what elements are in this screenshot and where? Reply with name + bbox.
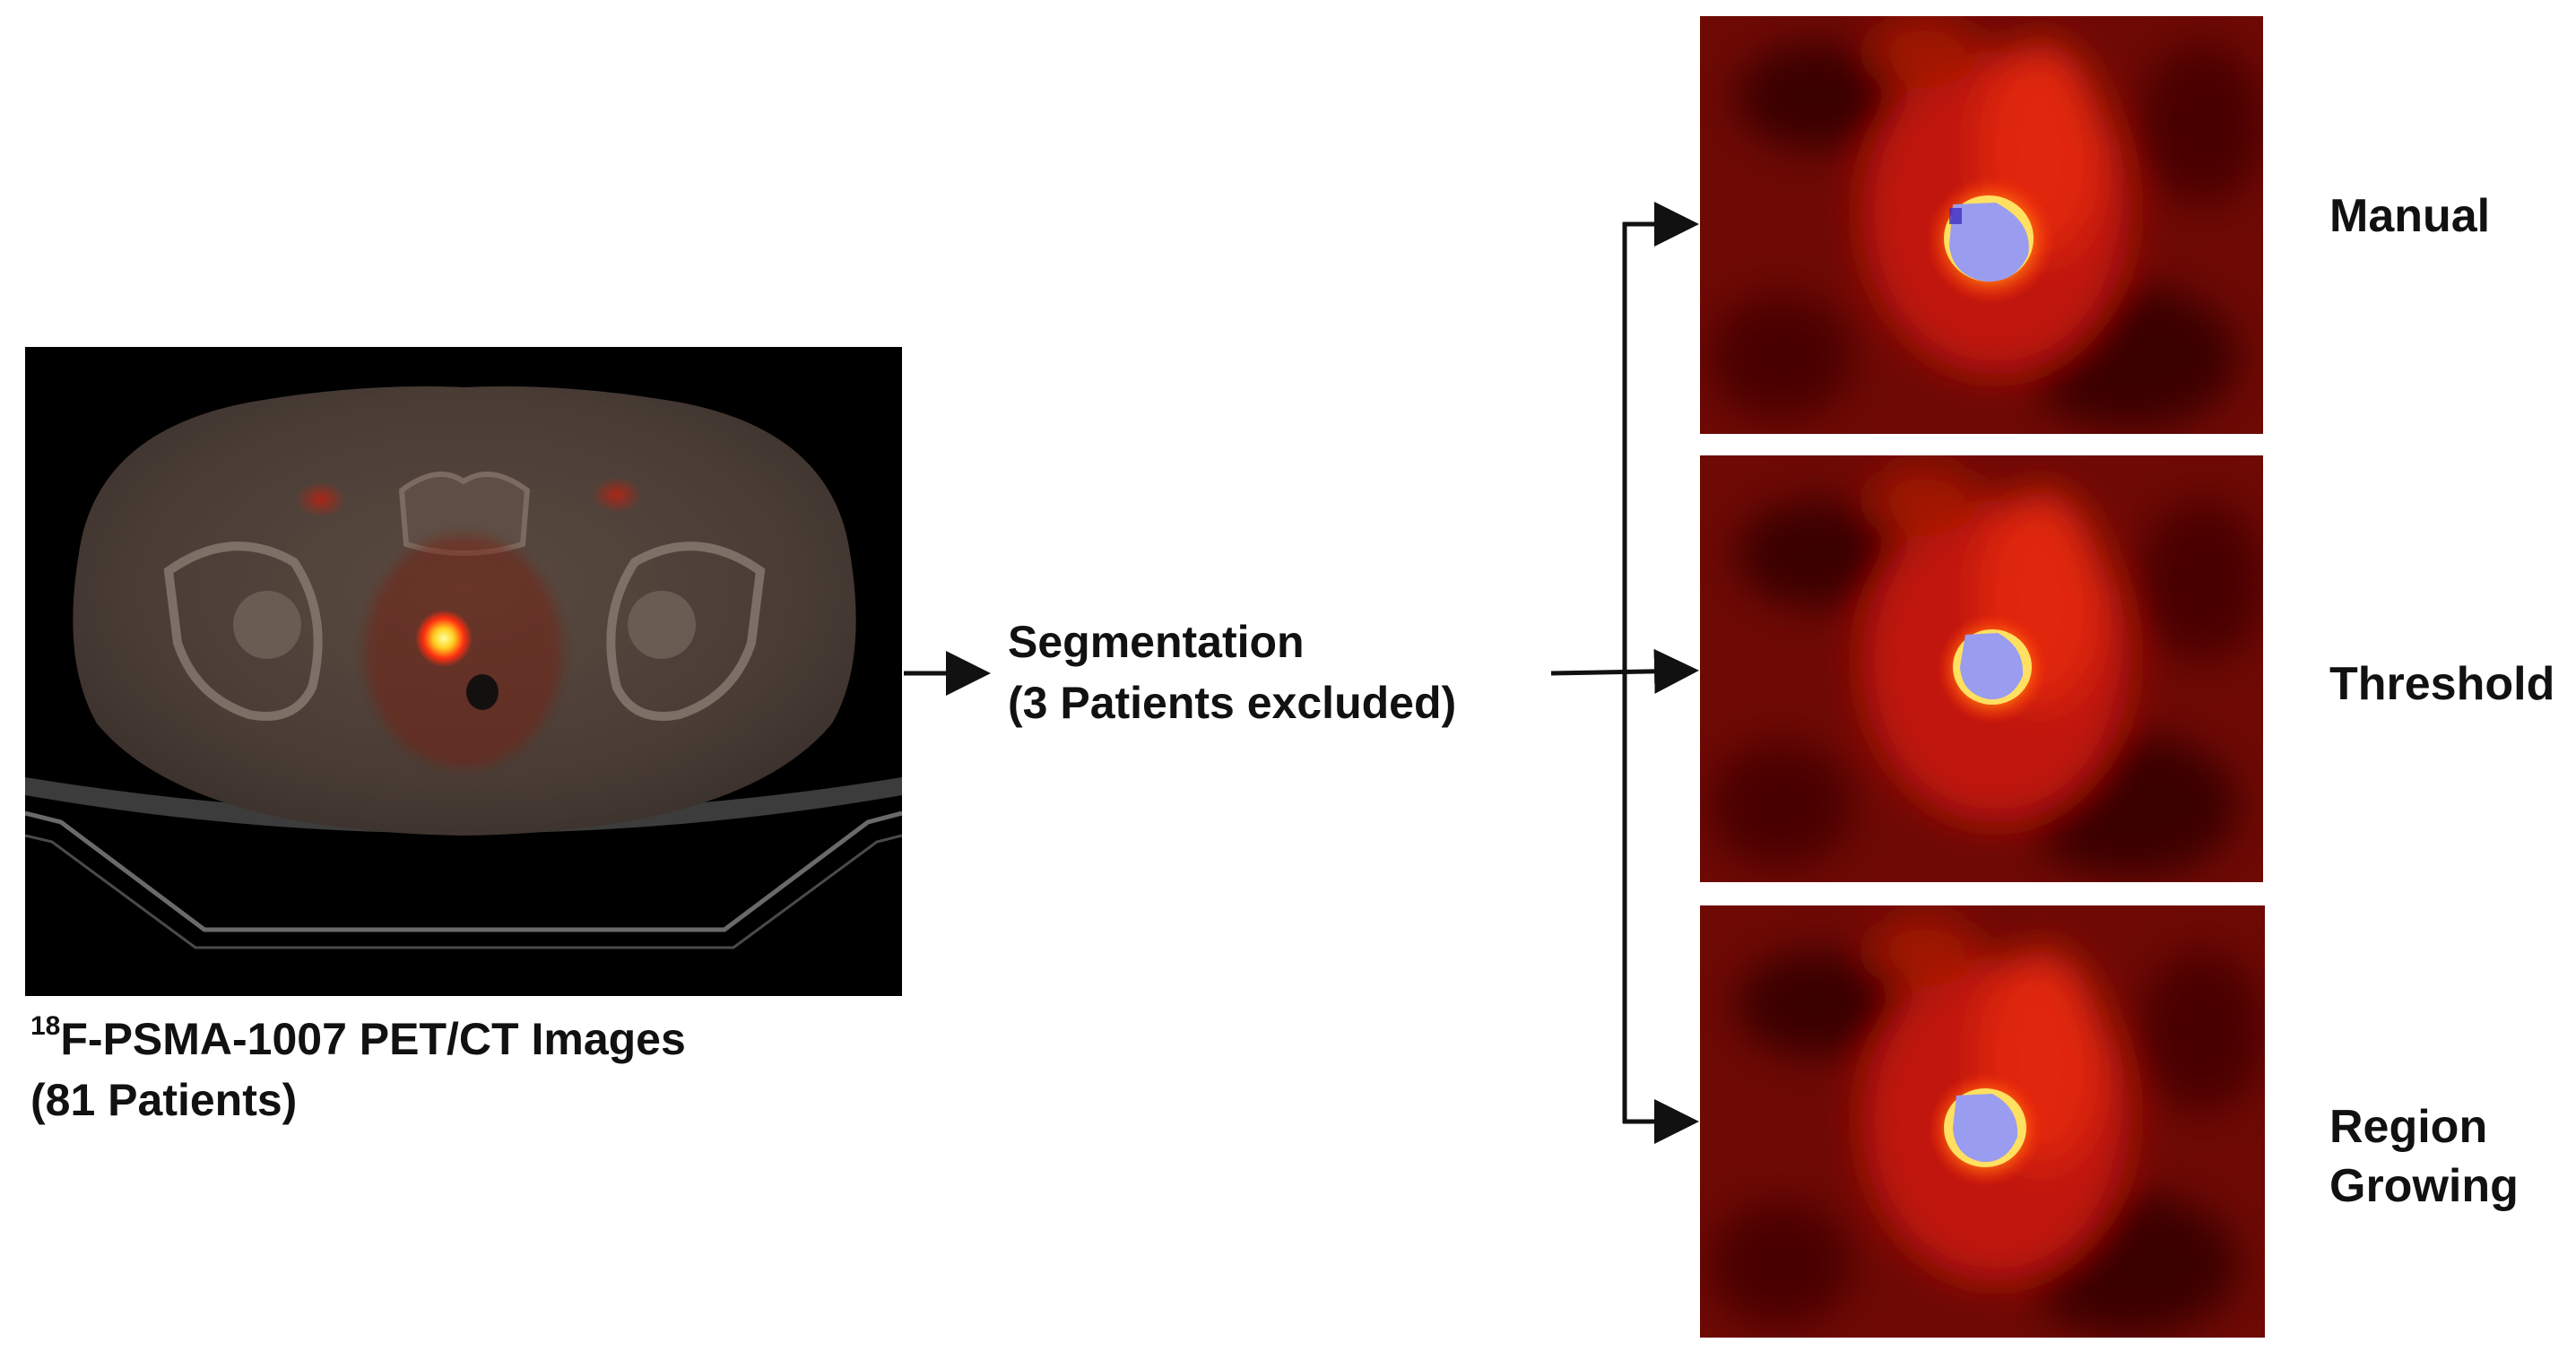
manual-pet-zoom	[1700, 16, 2263, 434]
patient-count: (81 Patients)	[30, 1075, 298, 1125]
method-label-threshold: Threshold	[2329, 654, 2554, 714]
segmentation-step: Segmentation (3 Patients excluded)	[1008, 611, 1456, 733]
pet-ct-caption-text: F-PSMA-1007 PET/CT Images	[60, 1014, 686, 1064]
method-name: Manual	[2329, 190, 2491, 242]
pet-ct-caption-line1: 18F-PSMA-1007 PET/CT Images	[30, 1009, 686, 1070]
pet-ct-image	[25, 347, 902, 996]
pet-ct-scan-graphic	[25, 347, 902, 996]
pet-ct-caption: 18F-PSMA-1007 PET/CT Images (81 Patients…	[30, 1009, 686, 1130]
segmentation-title: Segmentation	[1008, 617, 1305, 667]
method-name: Threshold	[2329, 658, 2555, 710]
region-growing-segmentation-image	[1700, 905, 2265, 1338]
threshold-pet-zoom	[1700, 455, 2263, 882]
method-label-region-growing: Region Growing	[2329, 1097, 2519, 1216]
method-name: Region	[2329, 1101, 2488, 1153]
method-label-manual: Manual	[2329, 186, 2490, 246]
manual-segmentation-image	[1700, 16, 2263, 434]
isotope-mass-number: 18	[30, 1011, 61, 1041]
region-growing-pet-zoom	[1700, 905, 2265, 1338]
excluded-count: (3 Patients excluded)	[1008, 678, 1457, 728]
threshold-segmentation-image	[1700, 455, 2263, 882]
method-name-line2: Growing	[2329, 1160, 2519, 1212]
